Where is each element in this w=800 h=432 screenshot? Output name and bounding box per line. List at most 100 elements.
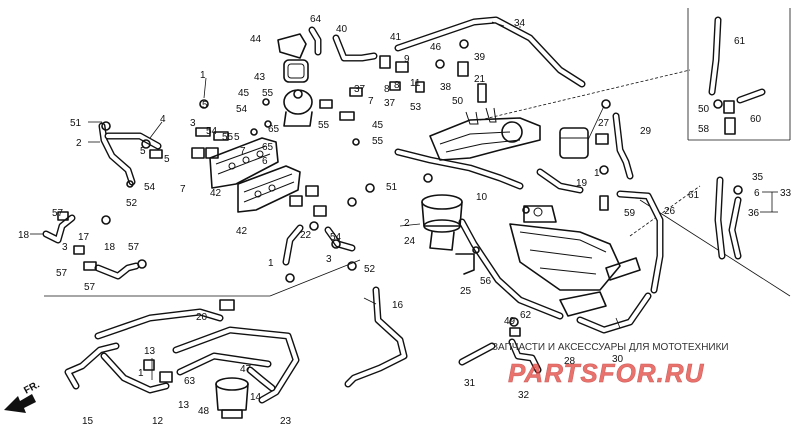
callout-3b: 3 — [326, 254, 332, 265]
callout-26: 26 — [664, 206, 676, 217]
callout-56: 56 — [480, 276, 492, 287]
callout-24: 24 — [404, 236, 416, 247]
callout-55b: 55 — [222, 132, 234, 143]
callout-50b: 50 — [698, 104, 710, 115]
callout-36: 36 — [748, 208, 760, 219]
hose-4 — [104, 132, 162, 150]
canister-48 — [215, 377, 249, 419]
hose-36 — [728, 196, 742, 260]
hose-15 — [64, 342, 120, 390]
callout-43: 43 — [254, 72, 266, 83]
callout-54d: 54 — [330, 232, 342, 243]
callout-32: 32 — [518, 390, 530, 401]
callout-55d: 55 — [372, 136, 384, 147]
hose-29 — [612, 112, 634, 180]
callout-1c: 1 — [138, 368, 144, 379]
callout-55a: 55 — [262, 88, 274, 99]
callout-8a: 8 — [384, 84, 390, 95]
callout-48: 48 — [198, 406, 210, 417]
callout-49: 49 — [504, 316, 516, 327]
inset-detail-box — [687, 8, 791, 141]
callout-33: 33 — [780, 188, 792, 199]
callout-29: 29 — [640, 126, 652, 137]
callout-21: 21 — [474, 74, 486, 85]
callout-54a: 54 — [236, 104, 248, 115]
callout-25: 25 — [460, 286, 472, 297]
callout-13b: 13 — [178, 400, 190, 411]
watermark: ЗАПЧАСТИ И АКСЕССУАРЫ ДЛЯ МОТОТЕХНИКИ PA… — [492, 342, 729, 388]
callout-45a: 45 — [238, 88, 250, 99]
hose-34 — [394, 16, 586, 88]
manifold-42-lower — [237, 165, 301, 213]
callout-62: 62 — [520, 310, 532, 321]
callout-61a: 61 — [734, 36, 746, 47]
callout-37b: 37 — [384, 98, 396, 109]
callout-41: 41 — [390, 32, 402, 43]
callout-numbers: 44 64 40 41 34 46 39 9 43 1 37 8 8 37 11… — [18, 14, 792, 427]
callout-30: 30 — [612, 354, 624, 365]
callout-57b: 57 — [56, 268, 68, 279]
callout-23: 23 — [280, 416, 292, 427]
callout-1d: 1 — [594, 168, 600, 179]
callout-61b: 61 — [688, 190, 700, 201]
hose-64 — [308, 26, 322, 56]
callout-54b: 54 — [206, 126, 218, 137]
manifold-42-upper — [209, 137, 279, 189]
callout-40: 40 — [336, 24, 348, 35]
callout-57d: 57 — [128, 242, 140, 253]
callout-3c: 3 — [62, 242, 68, 253]
hose-40 — [332, 34, 378, 62]
front-arrow: FR. — [4, 379, 42, 413]
callout-6b: 6 — [754, 188, 760, 199]
hose-1-lower — [282, 224, 304, 266]
callout-9: 9 — [404, 54, 410, 65]
intake-assembly — [429, 107, 541, 161]
bracket-44 — [277, 33, 307, 59]
watermark-subtitle: ЗАПЧАСТИ И АКСЕССУАРЫ ДЛЯ МОТОТЕХНИКИ — [492, 342, 729, 353]
front-arrow-label: FR. — [22, 379, 42, 396]
hose-26 — [616, 190, 664, 294]
callout-37a: 37 — [354, 84, 366, 95]
callout-14: 14 — [250, 392, 262, 403]
hose-18-left — [42, 214, 76, 244]
callout-7b: 7 — [240, 146, 246, 157]
callout-1b: 1 — [268, 258, 274, 269]
callout-59: 59 — [624, 208, 636, 219]
callout-15: 15 — [82, 416, 94, 427]
callout-18b: 18 — [104, 242, 116, 253]
callout-34: 34 — [514, 18, 526, 29]
callout-8b: 8 — [394, 80, 400, 91]
callout-53: 53 — [410, 102, 422, 113]
callout-52b: 52 — [364, 264, 376, 275]
callout-54c: 54 — [144, 182, 156, 193]
throttle-frame — [509, 205, 621, 291]
leader-lines — [30, 21, 778, 380]
callout-60: 60 — [750, 114, 762, 125]
callout-65b: 65 — [262, 142, 274, 153]
callout-4: 4 — [160, 114, 166, 125]
callout-3: 3 — [190, 118, 196, 129]
callout-22: 22 — [300, 230, 312, 241]
callout-44: 44 — [250, 34, 262, 45]
callout-11: 11 — [410, 78, 421, 89]
callout-45b: 45 — [372, 120, 384, 131]
callout-7a: 7 — [368, 96, 374, 107]
actuator-19 — [559, 99, 611, 159]
callout-20: 20 — [196, 312, 208, 323]
callout-47: 47 — [240, 364, 252, 375]
valve-28 — [559, 257, 641, 317]
callout-2b: 2 — [404, 218, 410, 229]
callout-65a: 65 — [268, 124, 280, 135]
hose-16 — [344, 286, 408, 388]
callout-51b: 51 — [386, 182, 398, 193]
callout-27: 27 — [598, 118, 610, 129]
hose-2-left — [98, 122, 136, 186]
callout-18a: 18 — [18, 230, 30, 241]
callout-5d: 5 — [164, 154, 170, 165]
callout-17: 17 — [78, 232, 90, 243]
callout-5c: 5 — [140, 146, 146, 157]
hose-47 — [246, 366, 276, 392]
callout-16: 16 — [392, 300, 404, 311]
callout-12: 12 — [152, 416, 164, 427]
callout-57a: 57 — [52, 208, 64, 219]
